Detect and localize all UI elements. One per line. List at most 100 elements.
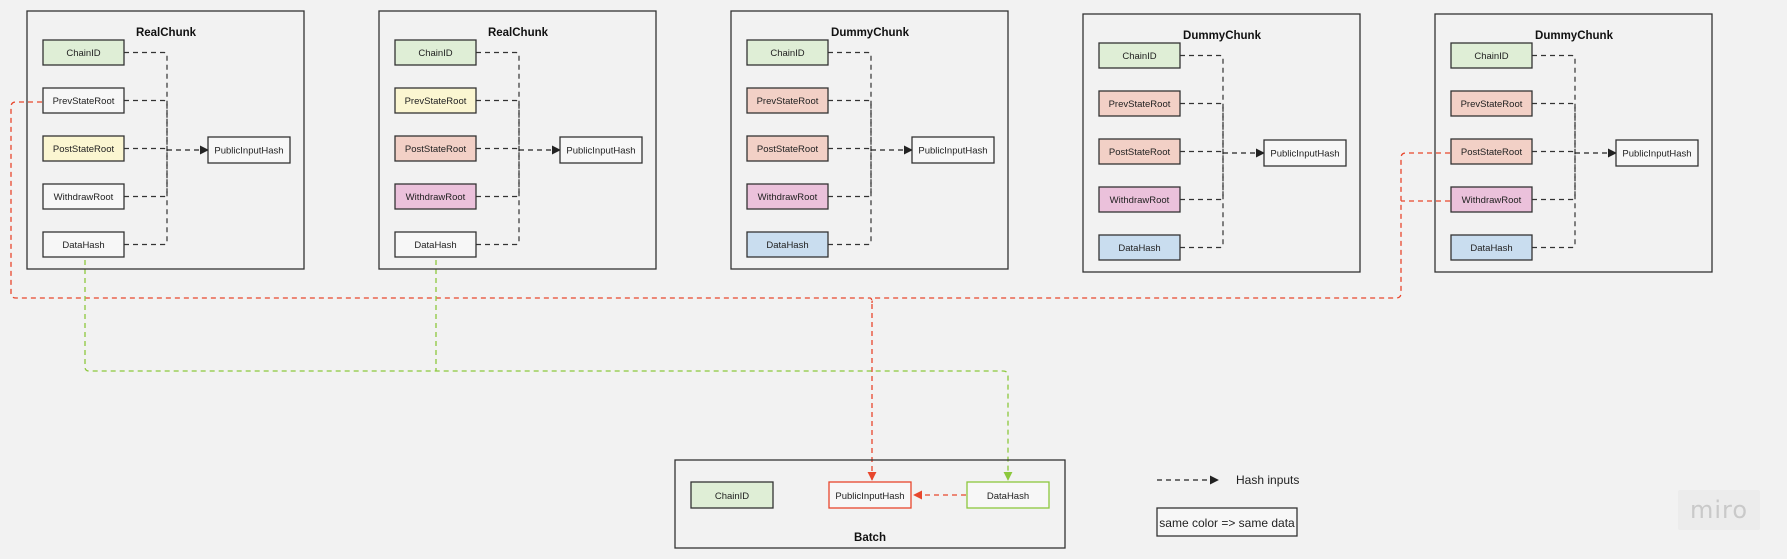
field-chainid[interactable] <box>394 39 477 66</box>
field-label: PostStateRoot <box>53 144 115 155</box>
field-label: WithdrawRoot <box>54 192 114 203</box>
hash-input-connector <box>476 150 520 246</box>
chunk-publicinputhash-box[interactable] <box>1615 139 1699 167</box>
chunk-publicinputhash-box[interactable] <box>559 136 643 164</box>
chunk-publicinputhash-box[interactable] <box>911 136 995 164</box>
hash-input-connector <box>828 51 872 150</box>
field-label: ChainID <box>1474 51 1508 62</box>
chunk-title: DummyChunk <box>831 27 910 39</box>
chunk-3: DummyChunkChainIDPrevStateRootPostStateR… <box>730 10 1009 270</box>
batch-chainid-box[interactable] <box>690 481 774 509</box>
chunk-frame <box>1434 13 1713 273</box>
field-datahash[interactable] <box>394 231 477 258</box>
field-label: PrevStateRoot <box>757 96 819 107</box>
field-withdrawroot[interactable] <box>1450 186 1533 213</box>
field-withdrawroot[interactable] <box>42 183 125 210</box>
hash-input-connector <box>476 99 520 150</box>
field-label: WithdrawRoot <box>406 192 466 203</box>
chunk-frame <box>26 10 305 270</box>
chunk-title: RealChunk <box>488 27 549 39</box>
chunk-title: DummyChunk <box>1183 30 1262 42</box>
red-link-prevstateroot <box>10 101 877 481</box>
batch-publicinputhash-label: PublicInputHash <box>835 491 904 502</box>
cross-links <box>10 101 1450 481</box>
hash-input-connector <box>1180 150 1224 155</box>
field-label: PrevStateRoot <box>53 96 115 107</box>
hash-input-connector <box>828 99 872 150</box>
batch-datahash-box[interactable] <box>966 481 1050 509</box>
chunk-frame <box>378 10 657 270</box>
hash-input-connector <box>1532 54 1576 153</box>
field-prevstateroot[interactable] <box>42 87 125 114</box>
hash-input-connector <box>1180 153 1224 249</box>
chunk-title: RealChunk <box>136 27 197 39</box>
field-label: PostStateRoot <box>1461 147 1523 158</box>
hash-input-connector <box>1180 153 1224 201</box>
field-datahash[interactable] <box>42 231 125 258</box>
field-label: DataHash <box>1470 243 1512 254</box>
hash-input-connector <box>476 150 520 198</box>
chunk-5: DummyChunkChainIDPrevStateRootPostStateR… <box>1434 13 1713 273</box>
chunk-publicinputhash-label: PublicInputHash <box>1270 149 1339 160</box>
hash-input-connector <box>828 150 872 198</box>
field-label: PostStateRoot <box>405 144 467 155</box>
red-link-poststateroot <box>871 152 1450 304</box>
field-label: DataHash <box>1118 243 1160 254</box>
batch-chainid-label: ChainID <box>715 491 749 502</box>
field-datahash[interactable] <box>746 231 829 258</box>
chunk-publicinputhash-box[interactable] <box>207 136 291 164</box>
chunk-publicinputhash-box[interactable] <box>1263 139 1347 167</box>
field-poststateroot[interactable] <box>42 135 125 162</box>
field-label: ChainID <box>1122 51 1156 62</box>
field-datahash[interactable] <box>1098 234 1181 261</box>
chunk-publicinputhash-label: PublicInputHash <box>566 146 635 157</box>
field-poststateroot[interactable] <box>746 135 829 162</box>
field-datahash[interactable] <box>1450 234 1533 261</box>
field-prevstateroot[interactable] <box>1098 90 1181 117</box>
field-label: WithdrawRoot <box>1110 195 1170 206</box>
chunk-title: DummyChunk <box>1535 30 1614 42</box>
field-prevstateroot[interactable] <box>746 87 829 114</box>
field-label: PrevStateRoot <box>1109 99 1171 110</box>
field-withdrawroot[interactable] <box>1098 186 1181 213</box>
hash-input-connector <box>1532 102 1576 153</box>
hash-input-connector <box>828 150 872 246</box>
hash-input-connector <box>1532 150 1576 155</box>
hash-input-connector <box>1180 54 1224 153</box>
field-poststateroot[interactable] <box>1450 138 1533 165</box>
field-chainid[interactable] <box>1450 42 1533 69</box>
field-prevstateroot[interactable] <box>394 87 477 114</box>
field-poststateroot[interactable] <box>1098 138 1181 165</box>
hash-input-connector <box>476 147 520 152</box>
chunk-2: RealChunkChainIDPrevStateRootPostStateRo… <box>378 10 657 270</box>
field-label: WithdrawRoot <box>758 192 818 203</box>
legend-same-color-box <box>1156 507 1298 537</box>
field-chainid[interactable] <box>42 39 125 66</box>
hash-input-connector <box>124 150 168 246</box>
batch-container: Batch ChainID PublicInputHash DataHash <box>674 459 1066 549</box>
legend: Hash inputs same color => same data <box>1156 473 1299 537</box>
field-withdrawroot[interactable] <box>746 183 829 210</box>
field-chainid[interactable] <box>746 39 829 66</box>
chunk-publicinputhash-label: PublicInputHash <box>1622 149 1691 160</box>
watermark-bg <box>1678 490 1760 530</box>
field-withdrawroot[interactable] <box>394 183 477 210</box>
field-label: PostStateRoot <box>1109 147 1171 158</box>
batch-title: Batch <box>854 532 886 544</box>
field-poststateroot[interactable] <box>394 135 477 162</box>
hash-input-connector <box>1532 153 1576 201</box>
field-chainid[interactable] <box>1098 42 1181 69</box>
field-label: PostStateRoot <box>757 144 819 155</box>
miro-logo: miro <box>1690 496 1748 524</box>
hash-input-connector <box>476 51 520 150</box>
hash-input-connector <box>124 147 168 152</box>
hash-input-connector <box>1532 153 1576 249</box>
hash-input-connector <box>828 147 872 152</box>
batch-publicinputhash-box[interactable] <box>828 481 912 509</box>
field-label: ChainID <box>66 48 100 59</box>
field-prevstateroot[interactable] <box>1450 90 1533 117</box>
field-label: ChainID <box>418 48 452 59</box>
